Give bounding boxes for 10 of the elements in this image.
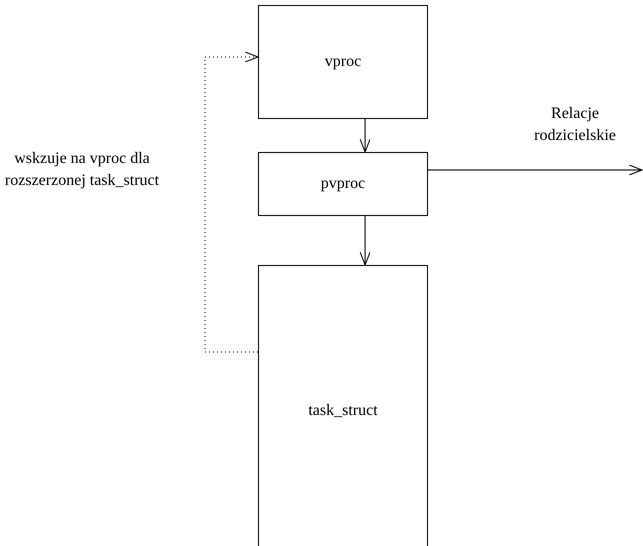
process-box xyxy=(258,5,428,119)
arrow xyxy=(428,164,642,176)
arrow xyxy=(360,118,371,152)
process-box xyxy=(258,265,428,546)
arrow xyxy=(360,216,371,266)
dotted-arrow xyxy=(204,52,258,352)
process-box xyxy=(258,152,428,216)
box-label: pvproc xyxy=(320,175,366,193)
box-label: vproc xyxy=(324,53,362,71)
box-label: task_struct xyxy=(308,402,378,420)
